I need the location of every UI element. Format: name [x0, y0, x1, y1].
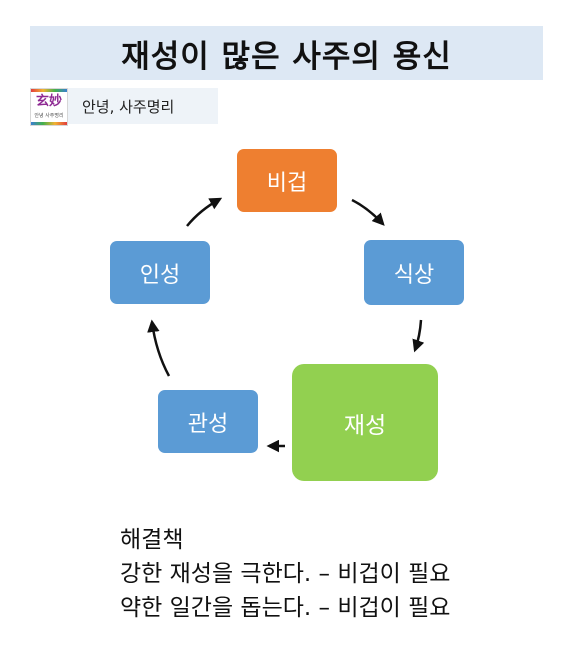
arrow-gwanseong-to-inseong: [147, 319, 171, 377]
solution-line-1: 강한 재성을 극한다. – 비겁이 필요: [120, 561, 451, 587]
page-title: 재성이 많은 사주의 용신: [121, 38, 452, 75]
channel-name: 안녕, 사주명리: [82, 97, 175, 116]
arrow-bigeop-to-siksang: [351, 198, 385, 226]
logo-sub-text: 안녕 사주명리: [34, 113, 64, 119]
node-jaeseong-label: 재성: [343, 412, 387, 439]
title-banner: 재성이 많은 사주의 용신: [30, 26, 543, 80]
solution-block: 해결책 강한 재성을 극한다. – 비겁이 필요 약한 일간을 돕는다. – 비…: [120, 523, 450, 625]
node-bigeop: 비겁: [237, 149, 337, 212]
node-siksang: 식상: [364, 240, 464, 305]
solution-line-2: 약한 일간을 돕는다. – 비겁이 필요: [120, 595, 451, 621]
channel-badge: 玄妙 안녕 사주명리 안녕, 사주명리: [30, 88, 218, 126]
solution-heading: 해결책: [120, 527, 184, 553]
node-jaeseong: 재성: [292, 364, 438, 481]
channel-logo: 玄妙 안녕 사주명리: [30, 88, 68, 126]
node-gwanseong: 관성: [158, 390, 258, 453]
logo-stripe-bottom: [31, 122, 67, 125]
node-gwanseong-label: 관성: [187, 411, 229, 437]
node-inseong-label: 인성: [139, 262, 181, 288]
logo-main-text: 玄妙: [35, 94, 62, 109]
node-inseong: 인성: [110, 241, 210, 304]
arrow-inseong-to-bigeop: [186, 197, 223, 227]
arrow-siksang-to-jaeseong: [412, 319, 425, 353]
logo-stripe-top: [31, 89, 67, 92]
node-siksang-label: 식상: [393, 262, 435, 288]
node-bigeop-label: 비겁: [266, 170, 308, 196]
